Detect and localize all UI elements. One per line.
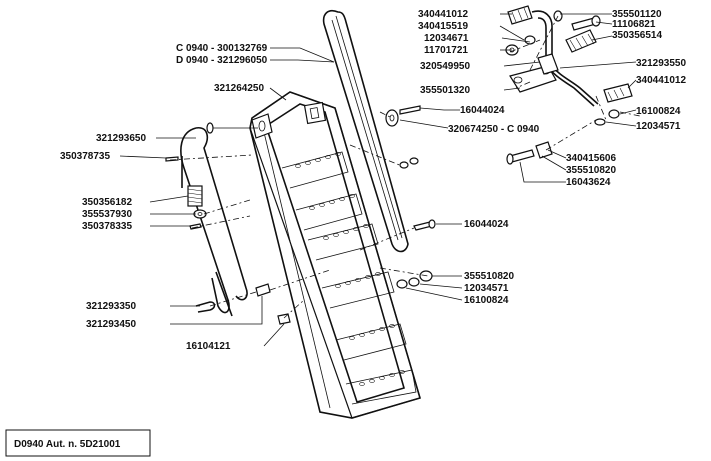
label-12034571-mid: 12034571	[464, 283, 509, 294]
label-12034671: 12034671	[424, 33, 469, 44]
label-340441012-right: 340441012	[636, 75, 686, 86]
label-16043624: 16043624	[566, 177, 611, 188]
handrail-right	[322, 9, 409, 253]
label-350378335: 350378335	[82, 221, 132, 232]
footer-box: D0940 Aut. n. 5D21001	[5, 429, 151, 457]
label-355501120: 355501120	[612, 9, 662, 20]
label-350356514: 350356514	[612, 30, 662, 41]
label-320549950: 320549950	[420, 61, 470, 72]
handrail-left	[180, 122, 258, 317]
label-321293350: 321293350	[86, 301, 136, 312]
label-16044024-mid: 16044024	[464, 219, 509, 230]
label-12034571-top: 12034571	[636, 121, 681, 132]
middle-right-parts	[385, 105, 553, 289]
label-16104121: 16104121	[186, 341, 231, 352]
label-340441012-top: 340441012	[418, 9, 468, 20]
label-355510820-mid: 355510820	[464, 271, 514, 282]
label-355537930: 355537930	[82, 209, 132, 220]
label-320674250: 320674250 - C 0940	[448, 124, 540, 135]
label-16044024-top: 16044024	[460, 105, 505, 116]
label-11106821: 11106821	[612, 19, 656, 30]
label-355501320: 355501320	[420, 85, 470, 96]
label-321296050: D 0940 - 321296050	[176, 55, 268, 66]
label-16100824-top: 16100824	[636, 106, 681, 117]
assembly-centerlines	[169, 15, 641, 319]
label-16100824-mid: 16100824	[464, 295, 509, 306]
leader-lines	[119, 13, 637, 347]
label-355510820-top: 355510820	[566, 165, 616, 176]
label-340415519: 340415519	[418, 21, 468, 32]
label-321264250: 321264250	[214, 83, 264, 94]
ladder-rungs	[281, 151, 417, 405]
footer-label: D0940 Aut. n. 5D21001	[14, 439, 121, 450]
label-321293650: 321293650	[96, 133, 146, 144]
part-labels: 340441012 340415519 12034671 11701721 32…	[60, 9, 686, 352]
label-321293550: 321293550	[636, 58, 686, 69]
ladder-frame	[249, 91, 421, 419]
label-300132769: C 0940 - 300132769	[176, 43, 268, 54]
label-350356182: 350356182	[82, 197, 132, 208]
label-11701721: 11701721	[424, 45, 468, 56]
label-340415606: 340415606	[566, 153, 616, 164]
label-321293450: 321293450	[86, 319, 136, 330]
label-350378735: 350378735	[60, 151, 110, 162]
